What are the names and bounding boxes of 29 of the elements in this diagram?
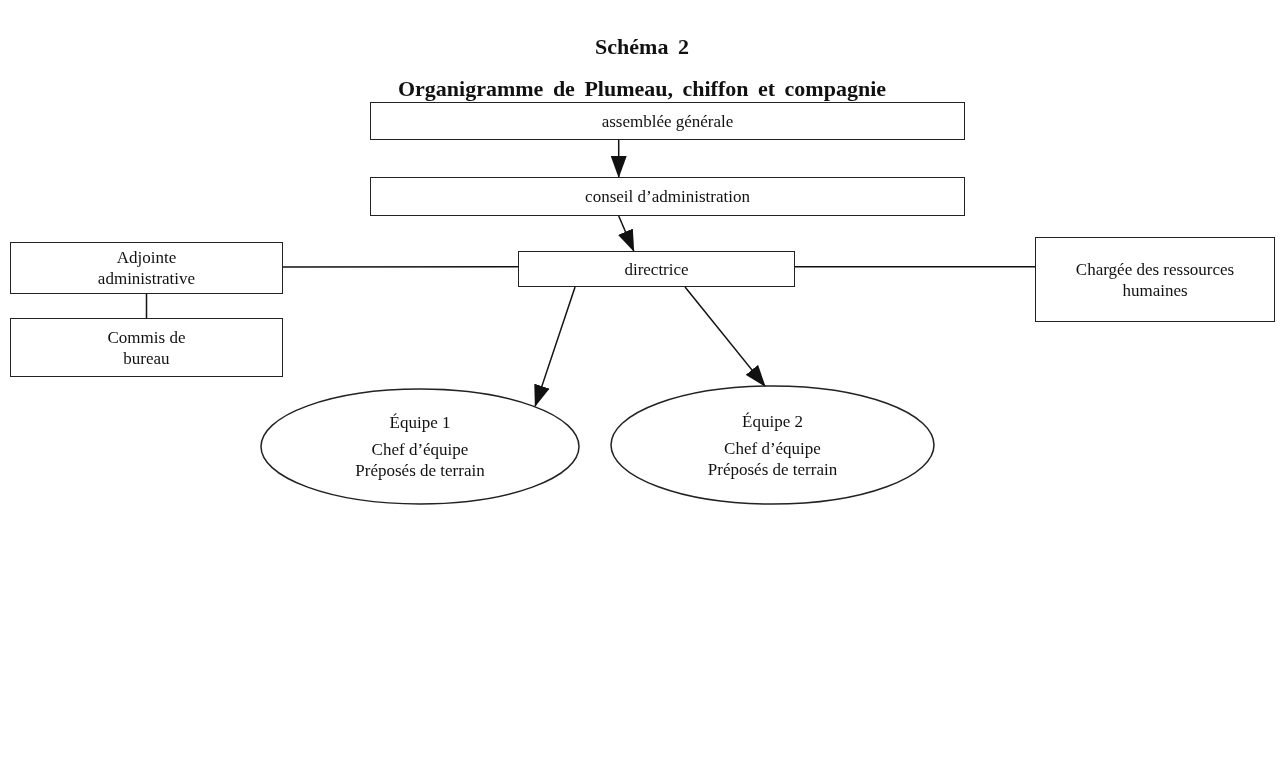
org-box bbox=[518, 251, 795, 287]
node-label: Préposés de terrain bbox=[707, 458, 838, 480]
diagram-title: Organigramme de Plumeau, chiffon et compagnie bbox=[397, 75, 887, 103]
connector-line bbox=[282, 266, 519, 268]
node-label: directrice bbox=[624, 258, 689, 280]
org-box bbox=[370, 102, 965, 140]
node-label: Chef d’équipe bbox=[371, 439, 469, 460]
org-box bbox=[10, 318, 283, 377]
node-label: assemblée générale bbox=[601, 110, 734, 132]
node-label: Chef d’équipe bbox=[724, 437, 821, 459]
org-box bbox=[370, 177, 965, 216]
org-box bbox=[10, 242, 283, 294]
arrow bbox=[534, 286, 576, 408]
node-label: conseil d’administration bbox=[585, 186, 750, 207]
team-ellipse bbox=[610, 385, 935, 505]
org-box bbox=[1035, 237, 1275, 322]
connector-line bbox=[794, 266, 1036, 268]
arrow bbox=[684, 286, 766, 387]
node-label: Équipe 1 bbox=[389, 412, 451, 433]
node-label: Équipe 2 bbox=[742, 410, 803, 432]
node-label: Chargée des ressources humaines bbox=[1074, 258, 1236, 301]
node-label: Adjointe administrative bbox=[96, 247, 197, 289]
node-label: Commis de bureau bbox=[106, 326, 187, 369]
node-label: Préposés de terrain bbox=[355, 460, 485, 481]
diagram-subtitle: Schéma 2 bbox=[595, 33, 689, 61]
arrow bbox=[617, 215, 635, 252]
connector-line bbox=[145, 293, 148, 319]
team-ellipse bbox=[260, 388, 580, 505]
arrow bbox=[610, 139, 627, 178]
